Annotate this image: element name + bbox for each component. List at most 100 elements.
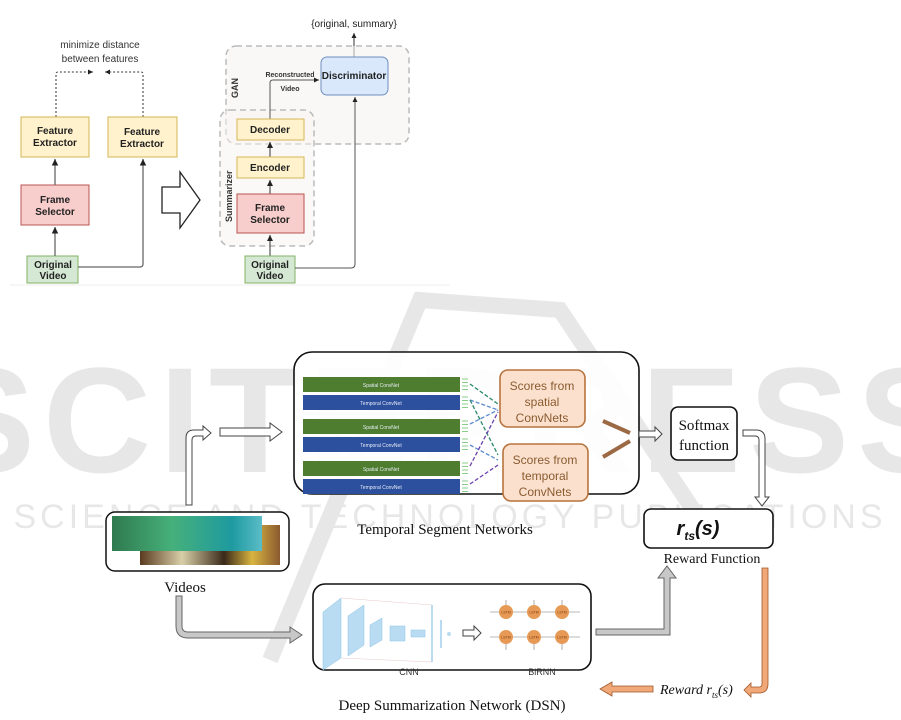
- svg-text:Selector: Selector: [35, 207, 75, 218]
- svg-text:function: function: [679, 438, 729, 454]
- dsn-caption: Deep Summarization Network (DSN): [338, 698, 565, 714]
- temporal-convnet-bar: [303, 437, 460, 452]
- minimize-annotation-line1: minimize distance: [60, 40, 140, 51]
- videos-box: Videos: [105, 511, 290, 596]
- svg-text:Scores from: Scores from: [513, 453, 578, 467]
- arrow-videos-to-tsn: [185, 424, 212, 506]
- lstm-cell: [499, 630, 513, 644]
- lstm-label: LSTM: [529, 611, 538, 615]
- dsn-box: [312, 583, 592, 671]
- score-connection-line: [469, 444, 499, 461]
- svg-text:Frame: Frame: [255, 203, 285, 214]
- convnet-label: Spatial ConvNet: [363, 383, 400, 389]
- summarizer-label: Summarizer: [224, 170, 234, 222]
- convnet-label: Spatial ConvNet: [363, 467, 400, 473]
- svg-text:Video: Video: [39, 271, 66, 282]
- dotted-arrow-left: [55, 69, 93, 117]
- svg-text:Extractor: Extractor: [120, 139, 164, 150]
- cnn-illustration: [322, 597, 451, 671]
- temporal-convnet-bar: [303, 395, 460, 410]
- svg-text:Decoder: Decoder: [250, 125, 290, 136]
- frame-selector-left: Frame Selector: [20, 184, 90, 226]
- feature-extractor-1: Feature Extractor: [20, 116, 90, 158]
- frame-selector-right: Frame Selector: [236, 193, 305, 234]
- lstm-label: LSTM: [501, 636, 510, 640]
- convnet-label: Spatial ConvNet: [363, 425, 400, 431]
- score-connection-line: [469, 399, 499, 411]
- arrow-to-softmax: [638, 425, 663, 443]
- svg-text:Softmax: Softmax: [679, 418, 730, 434]
- svg-text:spatial: spatial: [525, 395, 560, 409]
- cnn-label: CNN: [399, 667, 419, 677]
- scores-spatial-box: Scores from spatial ConvNets: [499, 369, 586, 428]
- output-label: {original, summary}: [311, 19, 397, 30]
- feature-extractor-2: Feature Extractor: [107, 116, 178, 158]
- fusion-stroke-bottom: [601, 439, 632, 459]
- svg-text:Feature: Feature: [124, 127, 161, 138]
- spatial-convnet-bar: [303, 461, 460, 476]
- svg-text:Selector: Selector: [250, 215, 290, 226]
- tsn-caption: Temporal Segment Networks: [357, 522, 533, 538]
- scores-temporal-box: Scores from temporal ConvNets: [502, 443, 589, 502]
- birnn-label: BiRNN: [528, 667, 556, 677]
- svg-text:Feature: Feature: [37, 126, 74, 137]
- reward-formula: rts(s): [677, 518, 720, 543]
- svg-text:Frame: Frame: [40, 195, 70, 206]
- reconstructed-label-1: Reconstructed: [265, 72, 314, 79]
- svg-text:Discriminator: Discriminator: [322, 71, 387, 82]
- gan-diagram: {original, summary} GAN Summarizer Discr…: [219, 19, 410, 284]
- discriminator-box: Discriminator: [320, 56, 389, 96]
- spatial-convnet-bar: [303, 377, 460, 392]
- reward-feedback-label: Reward rts(s): [659, 683, 733, 700]
- reward-to-dsn-arrow: [599, 681, 654, 697]
- lstm-cell: [555, 605, 569, 619]
- gan-label: GAN: [230, 78, 240, 98]
- convnet-connections: [469, 383, 499, 485]
- video-thumbnail-1: [112, 516, 262, 551]
- reconstructed-label-2: Video: [281, 86, 300, 93]
- arrow-videos-to-dsn: [175, 595, 303, 644]
- score-connection-line: [469, 399, 499, 456]
- reward-function-box: rts(s): [643, 508, 774, 549]
- decoder-box: Decoder: [236, 118, 305, 141]
- lstm-cell: [499, 605, 513, 619]
- arrow-softmax-to-reward: [742, 429, 771, 507]
- svg-text:Original: Original: [34, 260, 72, 271]
- videos-caption: Videos: [164, 580, 206, 596]
- original-video-right: Original Video: [244, 255, 296, 284]
- svg-text:temporal: temporal: [522, 469, 569, 483]
- lstm-label: LSTM: [557, 611, 566, 615]
- dotted-arrow-right: [105, 69, 144, 117]
- convnet-label: Temporal ConvNet: [360, 443, 402, 449]
- svg-text:Scores from: Scores from: [510, 379, 575, 393]
- reward-function-caption: Reward Function: [664, 552, 761, 567]
- softmax-box: Softmax function: [670, 406, 738, 461]
- svg-text:Extractor: Extractor: [33, 138, 77, 149]
- lstm-label: LSTM: [557, 636, 566, 640]
- fusion-stroke-top: [602, 419, 631, 435]
- svg-text:ConvNets: ConvNets: [519, 485, 572, 499]
- convnet-label: Temporal ConvNet: [360, 401, 402, 407]
- arrow-dsn-to-reward: [595, 565, 677, 636]
- lstm-cell: [555, 630, 569, 644]
- reward-feedback-arrow: [743, 567, 769, 698]
- lstm-cell: [527, 605, 541, 619]
- svg-text:Video: Video: [256, 271, 283, 282]
- temporal-convnet-bar: [303, 479, 460, 494]
- lstm-label: LSTM: [529, 636, 538, 640]
- svg-text:ConvNets: ConvNets: [516, 411, 569, 425]
- original-video-left: Original Video: [26, 255, 79, 284]
- spatial-convnet-bar: [303, 419, 460, 434]
- svg-text:Encoder: Encoder: [250, 163, 290, 174]
- minimize-annotation-line2: between features: [62, 54, 139, 65]
- arrow-into-tsn: [219, 422, 283, 442]
- encoder-box: Encoder: [236, 156, 305, 179]
- score-connection-line: [469, 411, 499, 467]
- baseline-diagram: minimize distance between features Featu…: [20, 40, 201, 284]
- svg-text:Original: Original: [251, 260, 289, 271]
- lstm-cell: [527, 630, 541, 644]
- transition-arrow-icon: [161, 169, 201, 231]
- score-connection-line: [469, 409, 499, 425]
